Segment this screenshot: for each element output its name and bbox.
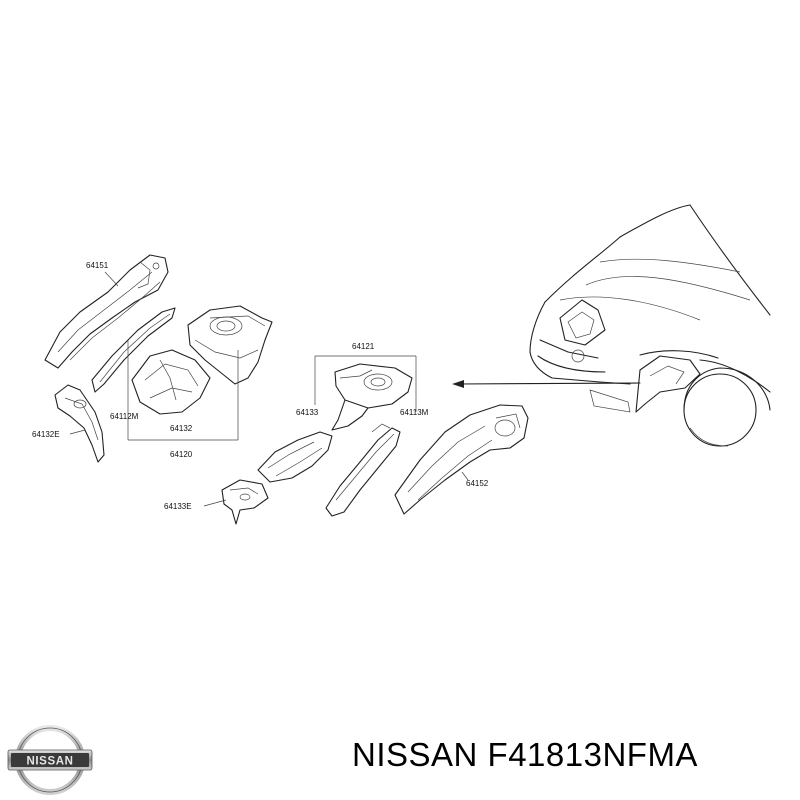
part-64121: [331, 363, 413, 431]
label-64112m: 64112M: [110, 412, 139, 421]
label-64151: 64151: [86, 261, 109, 270]
part-64132-panel: [131, 349, 211, 415]
leader-64132e: [69, 429, 86, 435]
part-64132e: [54, 384, 105, 463]
car-outline: [529, 204, 771, 447]
part-64133e: [221, 479, 269, 525]
label-64133e: 64133E: [164, 502, 192, 511]
label-64152: 64152: [466, 479, 489, 488]
part-number-caption: NISSAN F41813NFMA: [352, 736, 698, 773]
part-64113m: [325, 423, 401, 517]
logo-text: NISSAN: [26, 756, 73, 768]
part-64120-housing: [187, 305, 273, 385]
part-64152: [394, 404, 529, 515]
label-64121: 64121: [352, 342, 375, 351]
label-64132: 64132: [170, 424, 193, 433]
label-64120: 64120: [170, 450, 193, 459]
part-64112m-strip: [91, 307, 176, 393]
label-64132e: 64132E: [32, 430, 60, 439]
bracket-64121: [314, 355, 417, 412]
label-64113m: 64113M: [400, 408, 429, 417]
part-64133: [257, 431, 333, 483]
leader-64133e: [203, 499, 227, 507]
part-64151: [44, 254, 169, 369]
pointer-arrow: [452, 380, 641, 388]
leader-64151: [104, 271, 119, 287]
nissan-logo: NISSAN: [7, 725, 93, 795]
bracket-64120: [127, 340, 239, 441]
label-64133: 64133: [296, 408, 319, 417]
parts-diagram: 64151 64132E 64112M 64132 64120 64121 64…: [32, 204, 771, 525]
leader-64152: [461, 471, 469, 481]
